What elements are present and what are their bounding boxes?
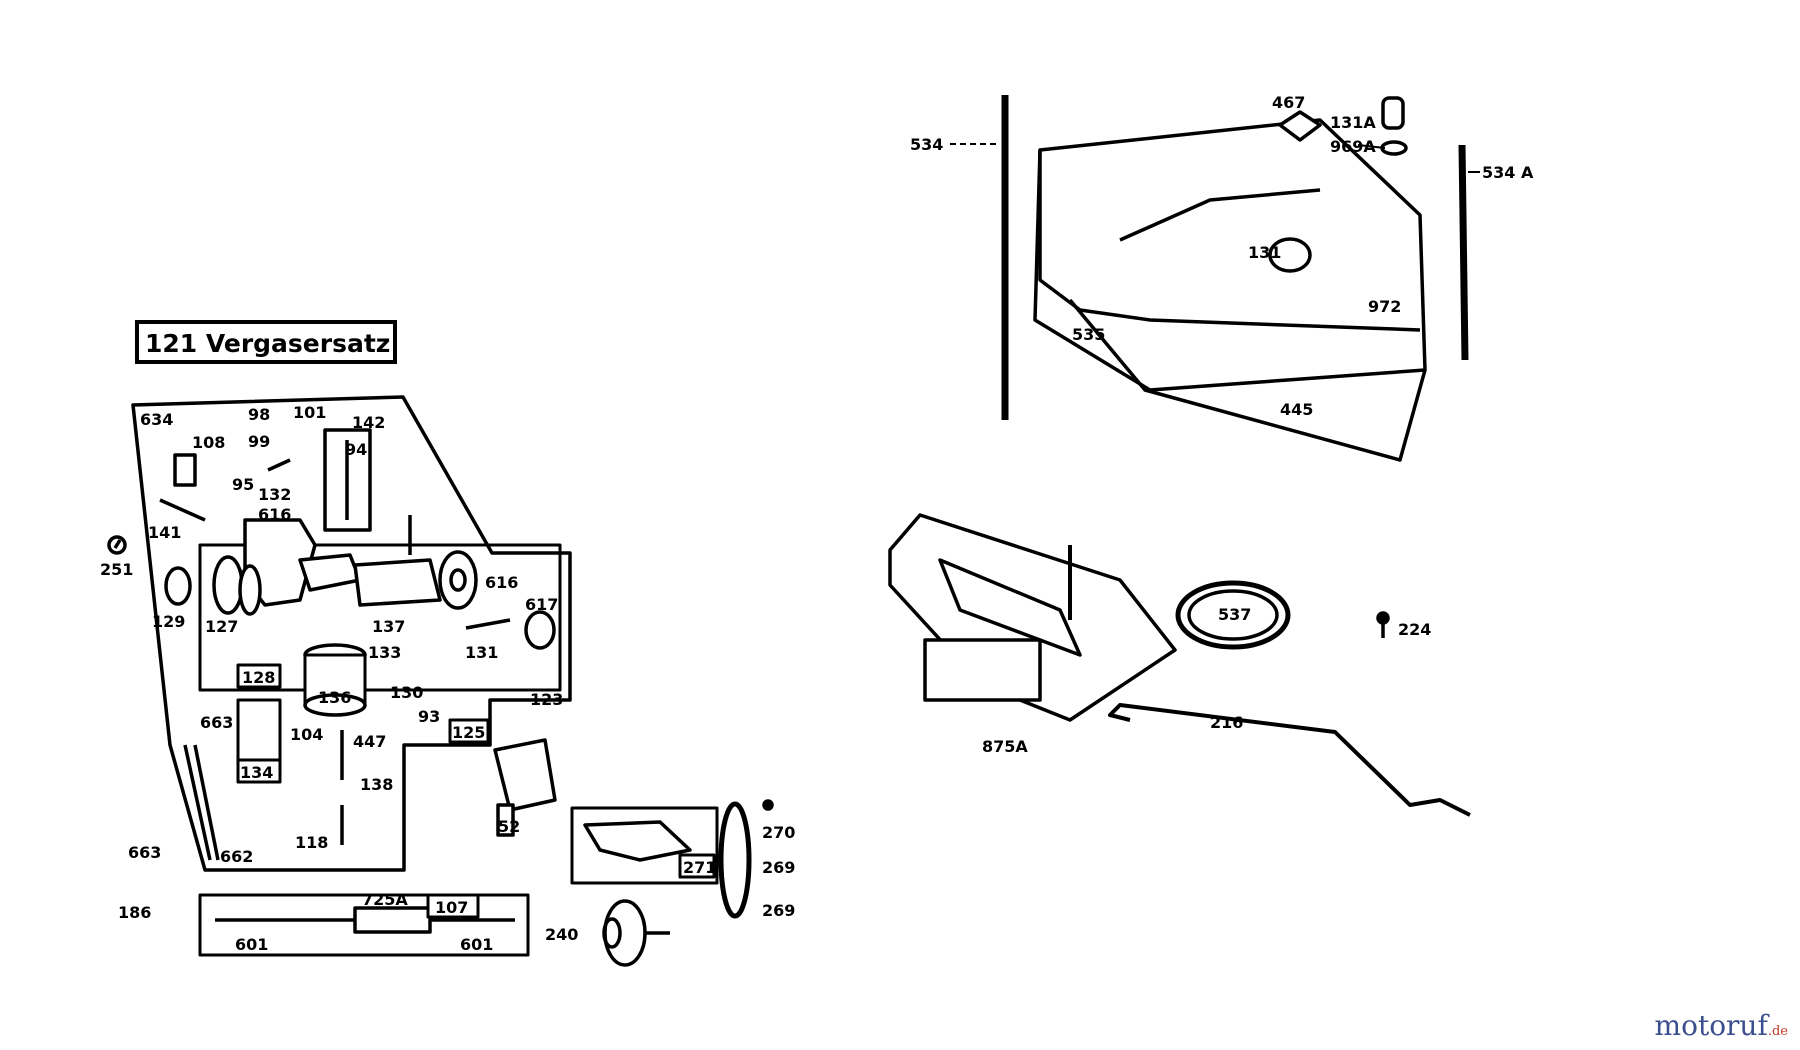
label-601-right: 601	[460, 935, 493, 954]
label-132: 132	[258, 485, 291, 504]
label-725A: 725A	[362, 890, 408, 909]
label-534: 534	[910, 135, 943, 154]
label-104: 104	[290, 725, 323, 744]
label-240: 240	[545, 925, 578, 944]
label-616-top: 616	[258, 505, 291, 524]
label-131A: 131A	[1330, 113, 1376, 132]
label-137: 137	[372, 617, 405, 636]
label-125: 125	[452, 723, 485, 742]
label-138: 138	[360, 775, 393, 794]
label-95: 95	[232, 475, 254, 494]
label-445: 445	[1280, 400, 1313, 419]
label-123: 123	[530, 690, 563, 709]
label-534A: 534 A	[1482, 163, 1534, 182]
label-467: 467	[1272, 93, 1305, 112]
label-601-left: 601	[235, 935, 268, 954]
label-224: 224	[1398, 620, 1431, 639]
label-108: 108	[192, 433, 225, 452]
label-663-bottom: 663	[128, 843, 161, 862]
label-270: 270	[762, 823, 795, 842]
label-447: 447	[353, 732, 386, 751]
label-130: 130	[390, 683, 423, 702]
label-972: 972	[1368, 297, 1401, 316]
carburetor-labels: 634 108 98 101 99 142 94 95 132 616 141 …	[100, 403, 795, 954]
label-969A: 969A	[1330, 137, 1376, 156]
label-269-upper: 269	[762, 858, 795, 877]
label-127: 127	[205, 617, 238, 636]
title-box: 121 Vergasersatz	[135, 320, 397, 364]
label-107: 107	[435, 898, 468, 917]
label-131: 131	[1248, 243, 1281, 262]
label-136: 136	[318, 688, 351, 707]
air-cleaner-group	[888, 95, 1471, 817]
label-118: 118	[295, 833, 328, 852]
label-216: 216	[1210, 713, 1243, 732]
label-133: 133	[368, 643, 401, 662]
label-98: 98	[248, 405, 270, 424]
watermark-logo: motoruf.de	[1654, 1009, 1788, 1042]
label-93: 93	[418, 707, 440, 726]
label-251: 251	[100, 560, 133, 579]
label-662: 662	[220, 847, 253, 866]
label-537: 537	[1218, 605, 1251, 624]
label-634: 634	[140, 410, 173, 429]
label-129: 129	[152, 612, 185, 631]
label-535: 535	[1072, 325, 1105, 344]
label-94: 94	[345, 440, 367, 459]
label-128: 128	[242, 668, 275, 687]
label-131: 131	[465, 643, 498, 662]
label-52: 52	[498, 817, 520, 836]
label-101: 101	[293, 403, 326, 422]
label-142: 142	[352, 413, 385, 432]
diagram-title: 121 Vergasersatz	[145, 329, 390, 358]
label-875A: 875A	[982, 737, 1028, 756]
label-617: 617	[525, 595, 558, 614]
air-cleaner-labels: 534 467 131A 969A 534 A 131 972 535 445 …	[910, 93, 1534, 756]
label-616-right: 616	[485, 573, 518, 592]
label-269-lower: 269	[762, 901, 795, 920]
leader-lines	[950, 143, 1480, 173]
carburetor-group	[107, 395, 774, 967]
label-134: 134	[240, 763, 273, 782]
label-186: 186	[118, 903, 151, 922]
label-271: 271	[683, 858, 716, 877]
label-141: 141	[148, 523, 181, 542]
label-99: 99	[248, 432, 270, 451]
label-663-top: 663	[200, 713, 233, 732]
